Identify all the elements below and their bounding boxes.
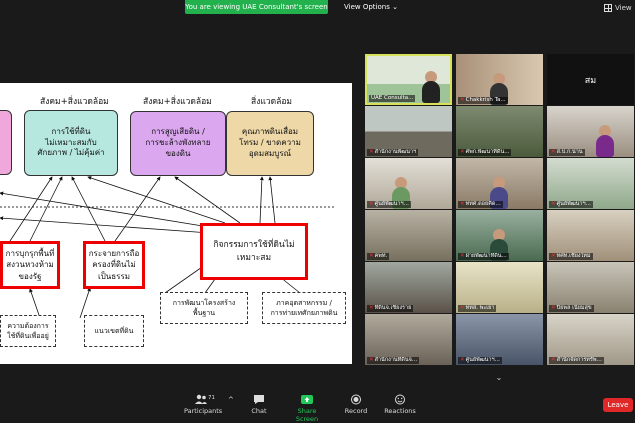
factor-box-industry: ภาคอุตสาหกรรม / การท่ายเทศักยภาพดิน	[262, 292, 346, 324]
video-tile[interactable]: สม	[547, 54, 634, 105]
mic-muted-icon: ✕	[460, 357, 465, 363]
participant-name: ✕ศูนย์พัฒนาฯ...	[367, 201, 411, 208]
mic-muted-icon: ✕	[551, 149, 556, 155]
cause-box-land-distribution: กระจายการถือ ครองที่ดินไม่ เป็นธรรม	[83, 241, 145, 289]
video-tile[interactable]: ✕สำนักงานที่ดินจ...	[365, 314, 452, 365]
column-label-3: สิ่งแวดล้อม	[251, 97, 293, 107]
participant-name: ✕Chakkrish Ta...	[458, 97, 508, 104]
video-tile[interactable]: ✕ศูนย์พัฒนาฯ...	[365, 158, 452, 209]
mic-muted-icon: ✕	[551, 305, 556, 311]
chevron-down-icon: ⌄	[392, 3, 398, 11]
participant-gallery: UAE Consulta... ✕Chakkrish Ta... สม ✕สำน…	[365, 54, 635, 368]
video-tile[interactable]: ✕ศูนย์พัฒนาฯ...	[547, 158, 634, 209]
video-tile[interactable]: ✕ส.ป.ก.น่าน	[547, 106, 634, 157]
participant-name: ✕คพท.	[367, 253, 390, 260]
leave-button[interactable]: Leave	[603, 398, 633, 412]
participant-name: ✕ส.ป.ก.น่าน	[549, 149, 585, 156]
video-tile[interactable]: ✕ททศ.ดอยคีด...	[456, 158, 543, 209]
grid-icon	[604, 4, 612, 12]
mic-muted-icon: ✕	[551, 201, 556, 207]
mic-muted-icon: ✕	[460, 149, 465, 155]
impact-box-land-use: การใช้ที่ดิน ไม่เหมาะสมกับ ศักยภาพ / ไม่…	[24, 110, 118, 176]
view-options-label: View Options	[344, 3, 390, 11]
view-options-button[interactable]: View Options ⌄	[338, 0, 404, 14]
participant-name: ✕ศพก.พัฒนาที่ดิน...	[458, 149, 512, 156]
pink-box-partial	[0, 110, 12, 175]
mic-muted-icon: ✕	[369, 201, 374, 207]
video-tile[interactable]: UAE Consulta...	[365, 54, 452, 105]
share-screen-icon	[301, 395, 313, 404]
video-tile[interactable]: ✕ทศท.เชียงใหม่	[547, 210, 634, 261]
impact-box-soil-loss: การสูญเสียดิน / การชะล้างพังทลาย ของดิน	[130, 111, 226, 176]
participants-button[interactable]: Participants	[184, 394, 222, 415]
impact-box-soil-quality: คุณภาพดินเสื่อม โทรม / ขาดความ อุดมสมบูร…	[226, 111, 314, 176]
video-tile[interactable]: ✕ที่ดินจ.เชียงราย	[365, 262, 452, 313]
shared-screen: สังคม+สิ่งแวดล้อม สังคม+สิ่งแวดล้อม สิ่ง…	[0, 83, 352, 364]
chevron-up-icon[interactable]: ^	[228, 396, 234, 404]
mic-muted-icon: ✕	[460, 97, 465, 103]
participant-name: ✕ททส. พะเยา	[458, 305, 497, 312]
video-tile[interactable]: ✕ศูนย์พัฒนาฯ...	[456, 314, 543, 365]
mic-muted-icon: ✕	[369, 253, 374, 259]
reactions-button[interactable]: Reactions	[384, 394, 416, 415]
video-tile[interactable]: ✕ททส. พะเยา	[456, 262, 543, 313]
mic-muted-icon: ✕	[460, 253, 465, 259]
reactions-label: Reactions	[384, 407, 416, 415]
view-button[interactable]: View	[604, 4, 632, 12]
video-tile[interactable]: ✕คพท.	[365, 210, 452, 261]
column-label-2: สังคม+สิ่งแวดล้อม	[143, 97, 212, 107]
video-tile[interactable]: ✕ศพก.พัฒนาที่ดิน...	[456, 106, 543, 157]
participants-count: 71	[208, 395, 215, 401]
video-tile[interactable]: ✕Chakkrish Ta...	[456, 54, 543, 105]
participant-initials: สม	[584, 75, 597, 86]
share-screen-button[interactable]: Share Screen	[286, 394, 328, 423]
viewing-banner: You are viewing UAE Consultant's screen	[185, 0, 328, 14]
participant-name: ✕ศูนย์พัฒนาฯ...	[458, 357, 502, 364]
mic-muted-icon: ✕	[551, 357, 556, 363]
cause-box-improper-land-activity: กิจกรรมการใช้ที่ดินไม่ เหมาะสม	[200, 223, 308, 280]
meeting-toolbar	[0, 392, 635, 420]
mic-muted-icon: ✕	[551, 253, 556, 259]
participant-name: ✕สำนักงานพัฒนาฯ	[367, 149, 419, 156]
factor-box-land-boundary: แนวเขตที่ดิน	[84, 315, 144, 347]
mic-muted-icon: ✕	[460, 201, 465, 207]
participant-name: ✕ศูนย์พัฒนาฯ...	[549, 201, 593, 208]
mic-muted-icon: ✕	[460, 305, 465, 311]
factor-box-infrastructure: การพัฒนาโครงสร้าง พื้นฐาน	[160, 292, 248, 324]
record-button[interactable]: Record	[343, 394, 369, 415]
record-label: Record	[344, 407, 368, 415]
participants-icon	[195, 394, 207, 404]
participant-name: ✕ทศท.เชียงใหม่	[549, 253, 593, 260]
video-tile[interactable]: ✕ฝ่ายพัฒนาที่ดิน...	[456, 210, 543, 261]
participant-name: ✕ททศ.ดอยคีด...	[458, 201, 503, 208]
chat-button[interactable]: Chat	[248, 394, 270, 415]
mic-muted-icon: ✕	[369, 305, 374, 311]
view-label: View	[615, 4, 632, 12]
chat-label: Chat	[251, 407, 267, 415]
participant-name: ✕ปิยพล เนียมสุข	[549, 305, 594, 312]
chevron-down-icon[interactable]: ⌄	[495, 373, 503, 382]
video-tile[interactable]: ✕สำนักจัดการทรัพ...	[547, 314, 634, 365]
participant-name: ✕ฝ่ายพัฒนาที่ดิน...	[458, 253, 509, 260]
record-icon	[351, 394, 361, 405]
participant-name: ✕สำนักงานที่ดินจ...	[367, 357, 420, 364]
cause-box-encroachment: การบุกรุกพื้นที่ สงวนหวงห้าม ของรัฐ	[0, 241, 60, 289]
share-screen-label: Share Screen	[295, 407, 319, 423]
video-tile[interactable]: ✕ปิยพล เนียมสุข	[547, 262, 634, 313]
participant-name: ✕สำนักจัดการทรัพ...	[549, 357, 604, 364]
reactions-icon	[395, 394, 405, 405]
factor-box-housing-demand: ความต้องการ ใช้ที่ดินเพื่ออยู่	[0, 315, 56, 347]
chat-icon	[254, 395, 264, 404]
column-label-1: สังคม+สิ่งแวดล้อม	[40, 97, 109, 107]
video-tile[interactable]: ✕สำนักงานพัฒนาฯ	[365, 106, 452, 157]
mic-muted-icon: ✕	[369, 149, 374, 155]
participant-name: ✕ที่ดินจ.เชียงราย	[367, 305, 414, 312]
participant-name: UAE Consulta...	[369, 95, 416, 102]
participants-label: Participants	[184, 407, 223, 415]
mic-muted-icon: ✕	[369, 357, 374, 363]
